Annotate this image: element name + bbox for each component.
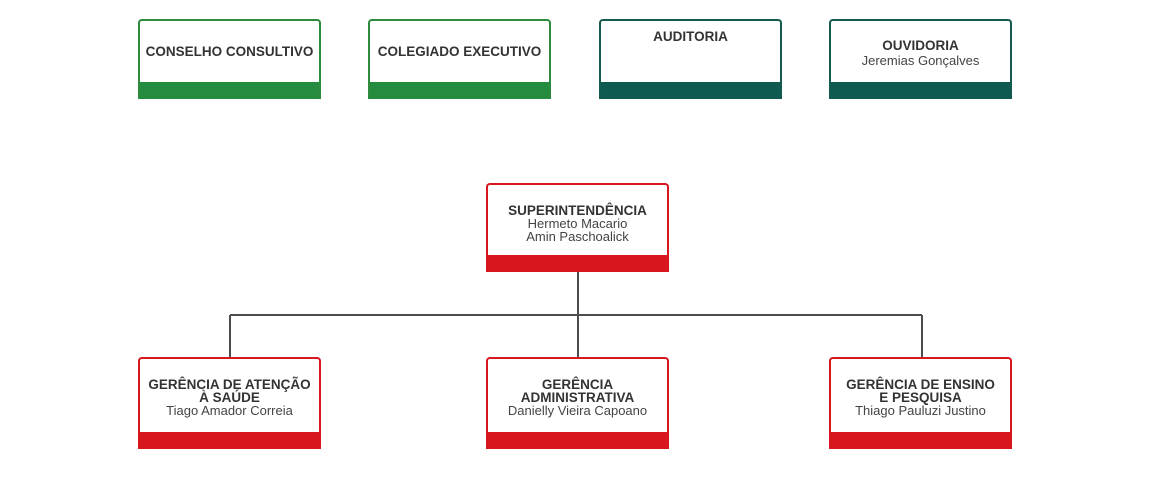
box-auditoria: AUDITORIA xyxy=(599,19,782,99)
box-ouvidoria: OUVIDORIA Jeremias Gonçalves xyxy=(829,19,1012,99)
box-footer-bar xyxy=(488,255,667,272)
box-footer-bar xyxy=(601,82,780,99)
box-person-name: Tiago Amador Correia xyxy=(166,403,293,418)
box-title-line: E PESQUISA xyxy=(879,390,962,405)
box-title: SUPERINTENDÊNCIA xyxy=(508,202,647,218)
box-person-name: Hermeto Macario xyxy=(527,215,628,231)
box-title-line: GERÊNCIA DE ENSINO xyxy=(846,377,995,392)
box-title: OUVIDORIA xyxy=(882,37,959,53)
box-person-name: Jeremias Gonçalves xyxy=(861,52,980,68)
box-footer-bar xyxy=(831,82,1010,99)
box-person-name: Amin Paschoalick xyxy=(526,228,629,244)
box-gerencia-ensino-pesquisa: GERÊNCIA DE ENSINO E PESQUISA Thiago Pau… xyxy=(829,357,1012,449)
box-colegiado-executivo: COLEGIADO EXECUTIVO xyxy=(368,19,551,99)
box-person-name: Thiago Pauluzi Justino xyxy=(855,403,986,418)
box-conselho-consultivo: CONSELHO CONSULTIVO xyxy=(138,19,321,99)
box-title-line: ADMINISTRATIVA xyxy=(520,390,635,405)
box-title-line: À SAÚDE xyxy=(199,390,260,405)
box-title-line: GERÊNCIA xyxy=(541,377,614,392)
box-gerencia-administrativa: GERÊNCIA ADMINISTRATIVA Danielly Vieira … xyxy=(486,357,669,449)
box-footer-bar xyxy=(140,432,319,449)
box-footer-bar xyxy=(831,432,1010,449)
box-title: COLEGIADO EXECUTIVO xyxy=(377,44,542,59)
box-title: AUDITORIA xyxy=(653,29,728,44)
box-person-name: Danielly Vieira Capoano xyxy=(507,403,648,418)
box-gerencia-atencao-saude: GERÊNCIA DE ATENÇÃO À SAÚDE Tiago Amador… xyxy=(138,357,321,449)
box-title: CONSELHO CONSULTIVO xyxy=(145,44,314,59)
box-title-line: GERÊNCIA DE ATENÇÃO xyxy=(148,377,311,392)
box-footer-bar xyxy=(140,82,319,99)
box-footer-bar xyxy=(370,82,549,99)
box-superintendencia: SUPERINTENDÊNCIA Hermeto Macario Amin Pa… xyxy=(486,183,669,272)
box-footer-bar xyxy=(488,432,667,449)
